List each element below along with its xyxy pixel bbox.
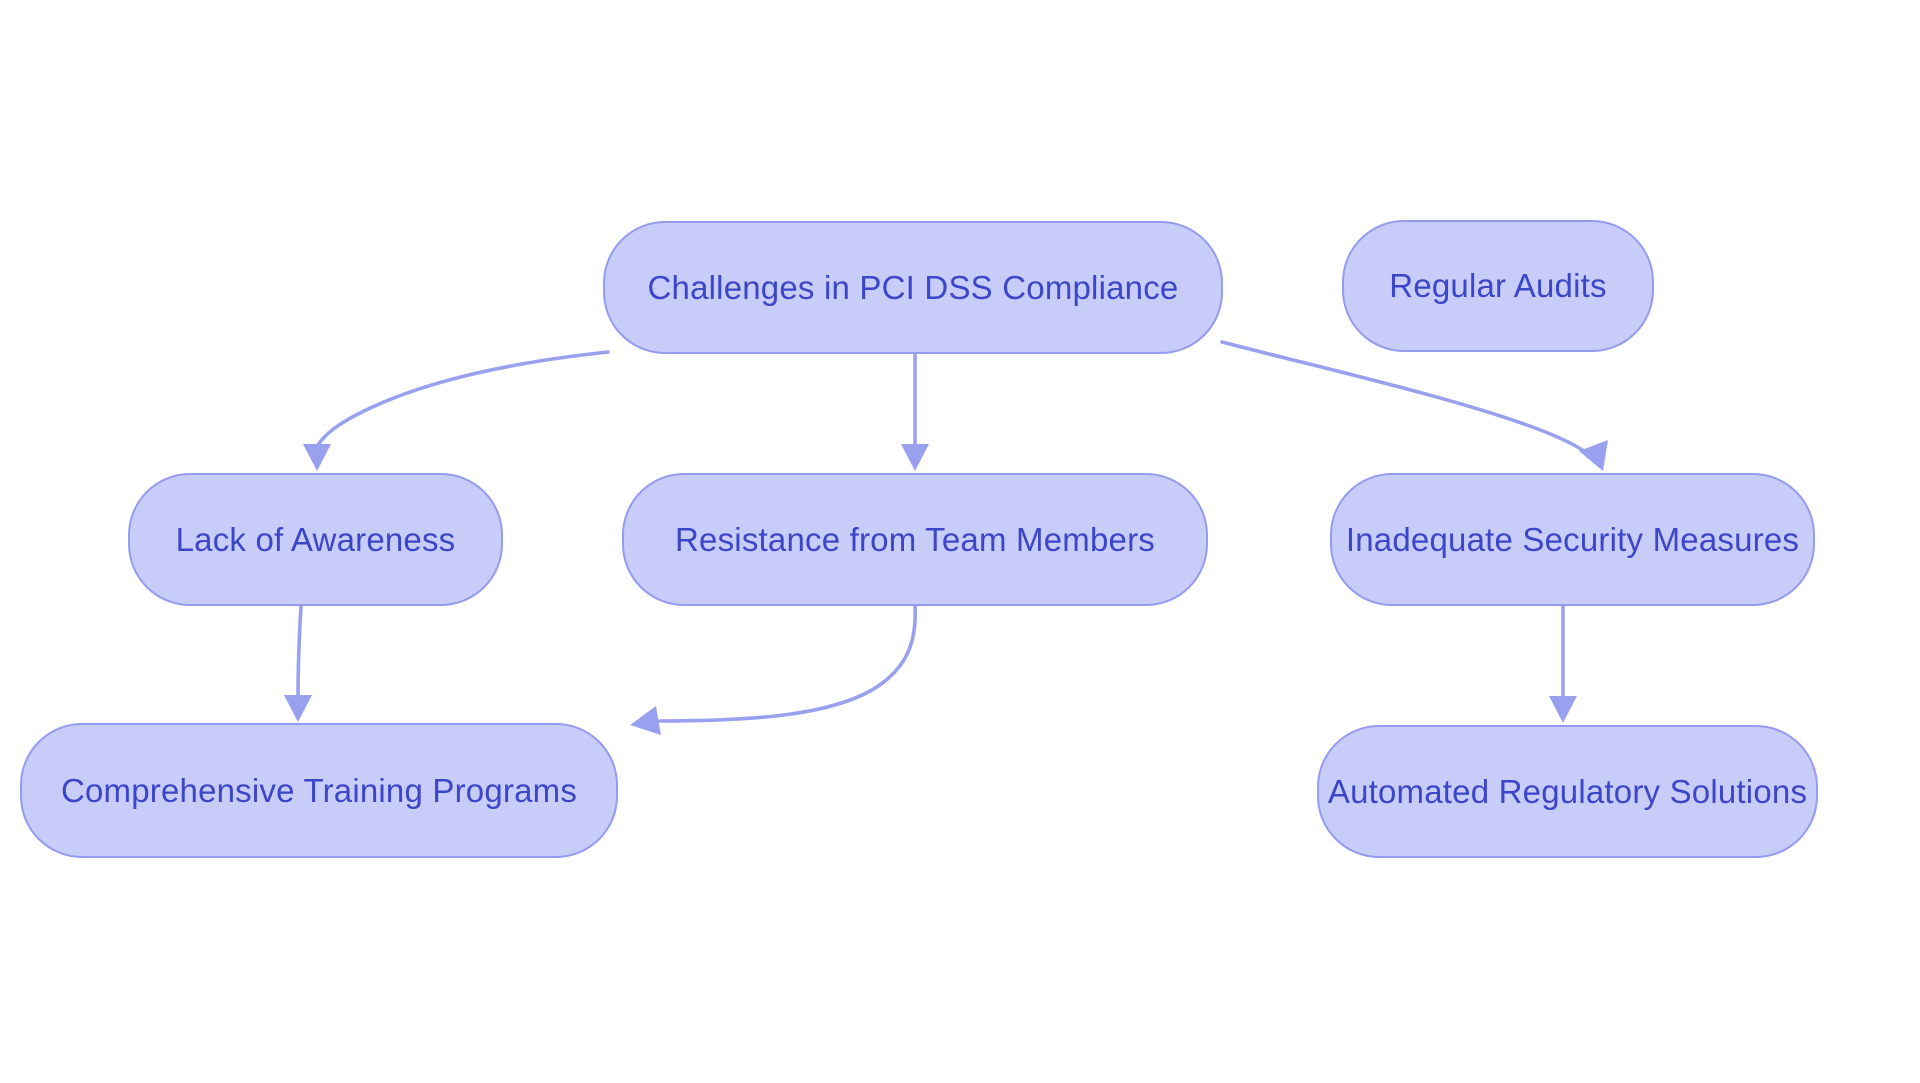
node-automated-regulatory-solutions: Automated Regulatory Solutions — [1317, 725, 1818, 858]
edge-resistance-to-training — [658, 604, 917, 723]
arrowhead-lack-of-awareness — [303, 444, 331, 471]
arrowhead-training-from-resistance — [630, 706, 661, 735]
arrowhead-inadequate — [1579, 440, 1608, 471]
node-label: Inadequate Security Measures — [1345, 520, 1800, 558]
node-label: Lack of Awareness — [175, 520, 456, 558]
node-label: Challenges in PCI DSS Compliance — [647, 268, 1179, 306]
node-resistance-from-team-members: Resistance from Team Members — [622, 473, 1208, 606]
node-inadequate-security-measures: Inadequate Security Measures — [1330, 473, 1815, 606]
arrowhead-automated — [1549, 696, 1577, 723]
edge-lack-to-training — [296, 604, 303, 699]
arrowhead-resistance — [901, 444, 929, 471]
node-challenges-in-pci-dss-compliance: Challenges in PCI DSS Compliance — [603, 221, 1223, 354]
node-label: Regular Audits — [1389, 267, 1607, 305]
edge-challenges-to-lack-of-awareness — [316, 350, 610, 447]
arrowhead-training-from-lack — [284, 695, 312, 722]
node-label: Resistance from Team Members — [675, 520, 1155, 558]
node-regular-audits: Regular Audits — [1342, 220, 1654, 352]
node-label: Comprehensive Training Programs — [60, 771, 578, 809]
edge-challenges-to-inadequate — [1220, 340, 1598, 463]
node-lack-of-awareness: Lack of Awareness — [128, 473, 503, 606]
node-comprehensive-training-programs: Comprehensive Training Programs — [20, 723, 618, 858]
node-label: Automated Regulatory Solutions — [1327, 772, 1808, 810]
